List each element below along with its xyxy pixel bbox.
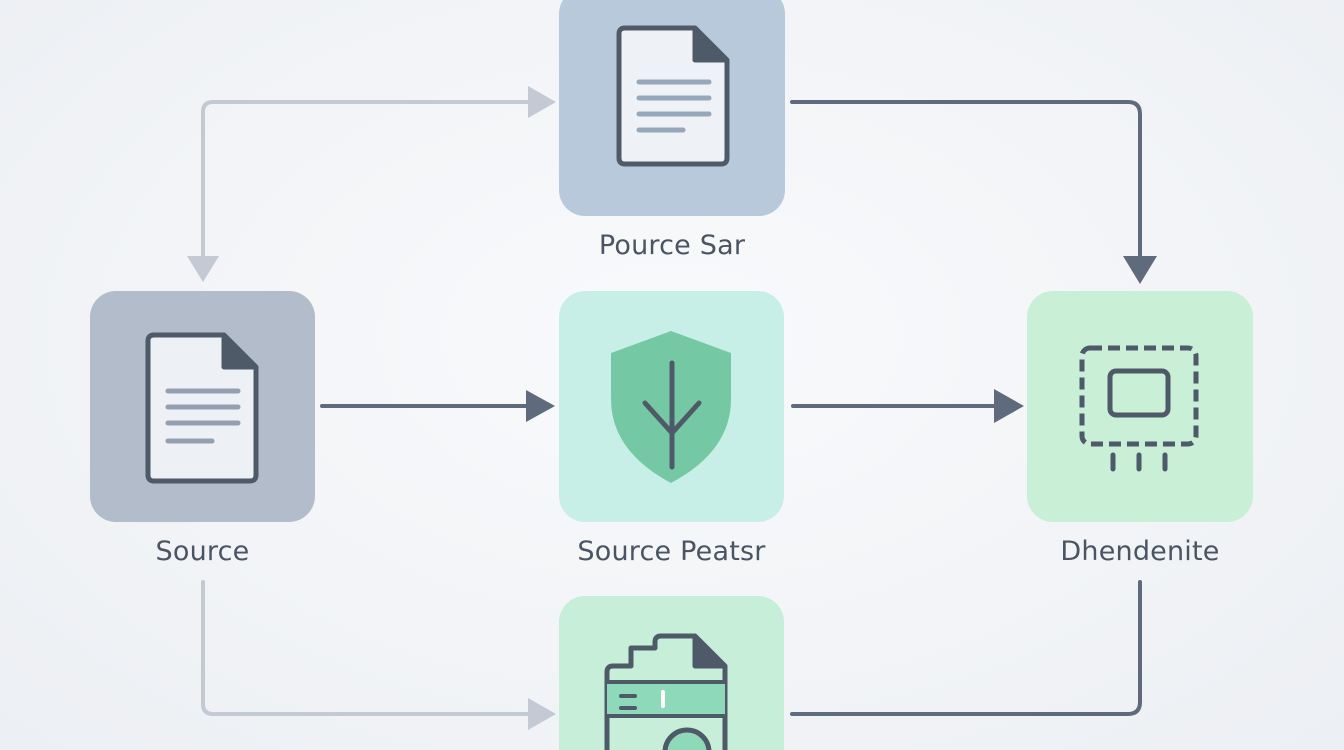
node-top-label: Pource Sar xyxy=(598,230,746,261)
node-top-tile[interactable] xyxy=(559,0,785,216)
connector-top-to-right xyxy=(790,100,1142,260)
document-icon xyxy=(145,332,259,484)
node-right-label: Dhendenite xyxy=(1060,536,1220,567)
connector-left-to-bottom xyxy=(201,580,530,716)
node-center-tile[interactable] xyxy=(559,291,784,522)
document-icon xyxy=(616,25,730,167)
node-left-tile[interactable] xyxy=(90,291,315,522)
node-right-tile[interactable] xyxy=(1027,291,1253,522)
chip-icon xyxy=(1079,345,1199,472)
arrowhead-left-in xyxy=(187,256,219,282)
node-left-label: Source xyxy=(155,536,250,567)
arrowhead-right-side-in xyxy=(994,389,1024,423)
shield-icon xyxy=(611,331,731,483)
arrowhead-center-in xyxy=(526,390,555,422)
node-center-label: Source Peatsr xyxy=(577,536,766,567)
arrowhead-bottom-in xyxy=(528,698,556,730)
connector-right-to-bottom xyxy=(790,580,1142,716)
arrowhead-top-in xyxy=(528,86,556,118)
database-icon xyxy=(604,633,728,750)
arrowhead-right-in xyxy=(1123,256,1157,284)
node-bottom-tile[interactable] xyxy=(559,596,784,750)
connector-left-to-top xyxy=(201,100,530,272)
